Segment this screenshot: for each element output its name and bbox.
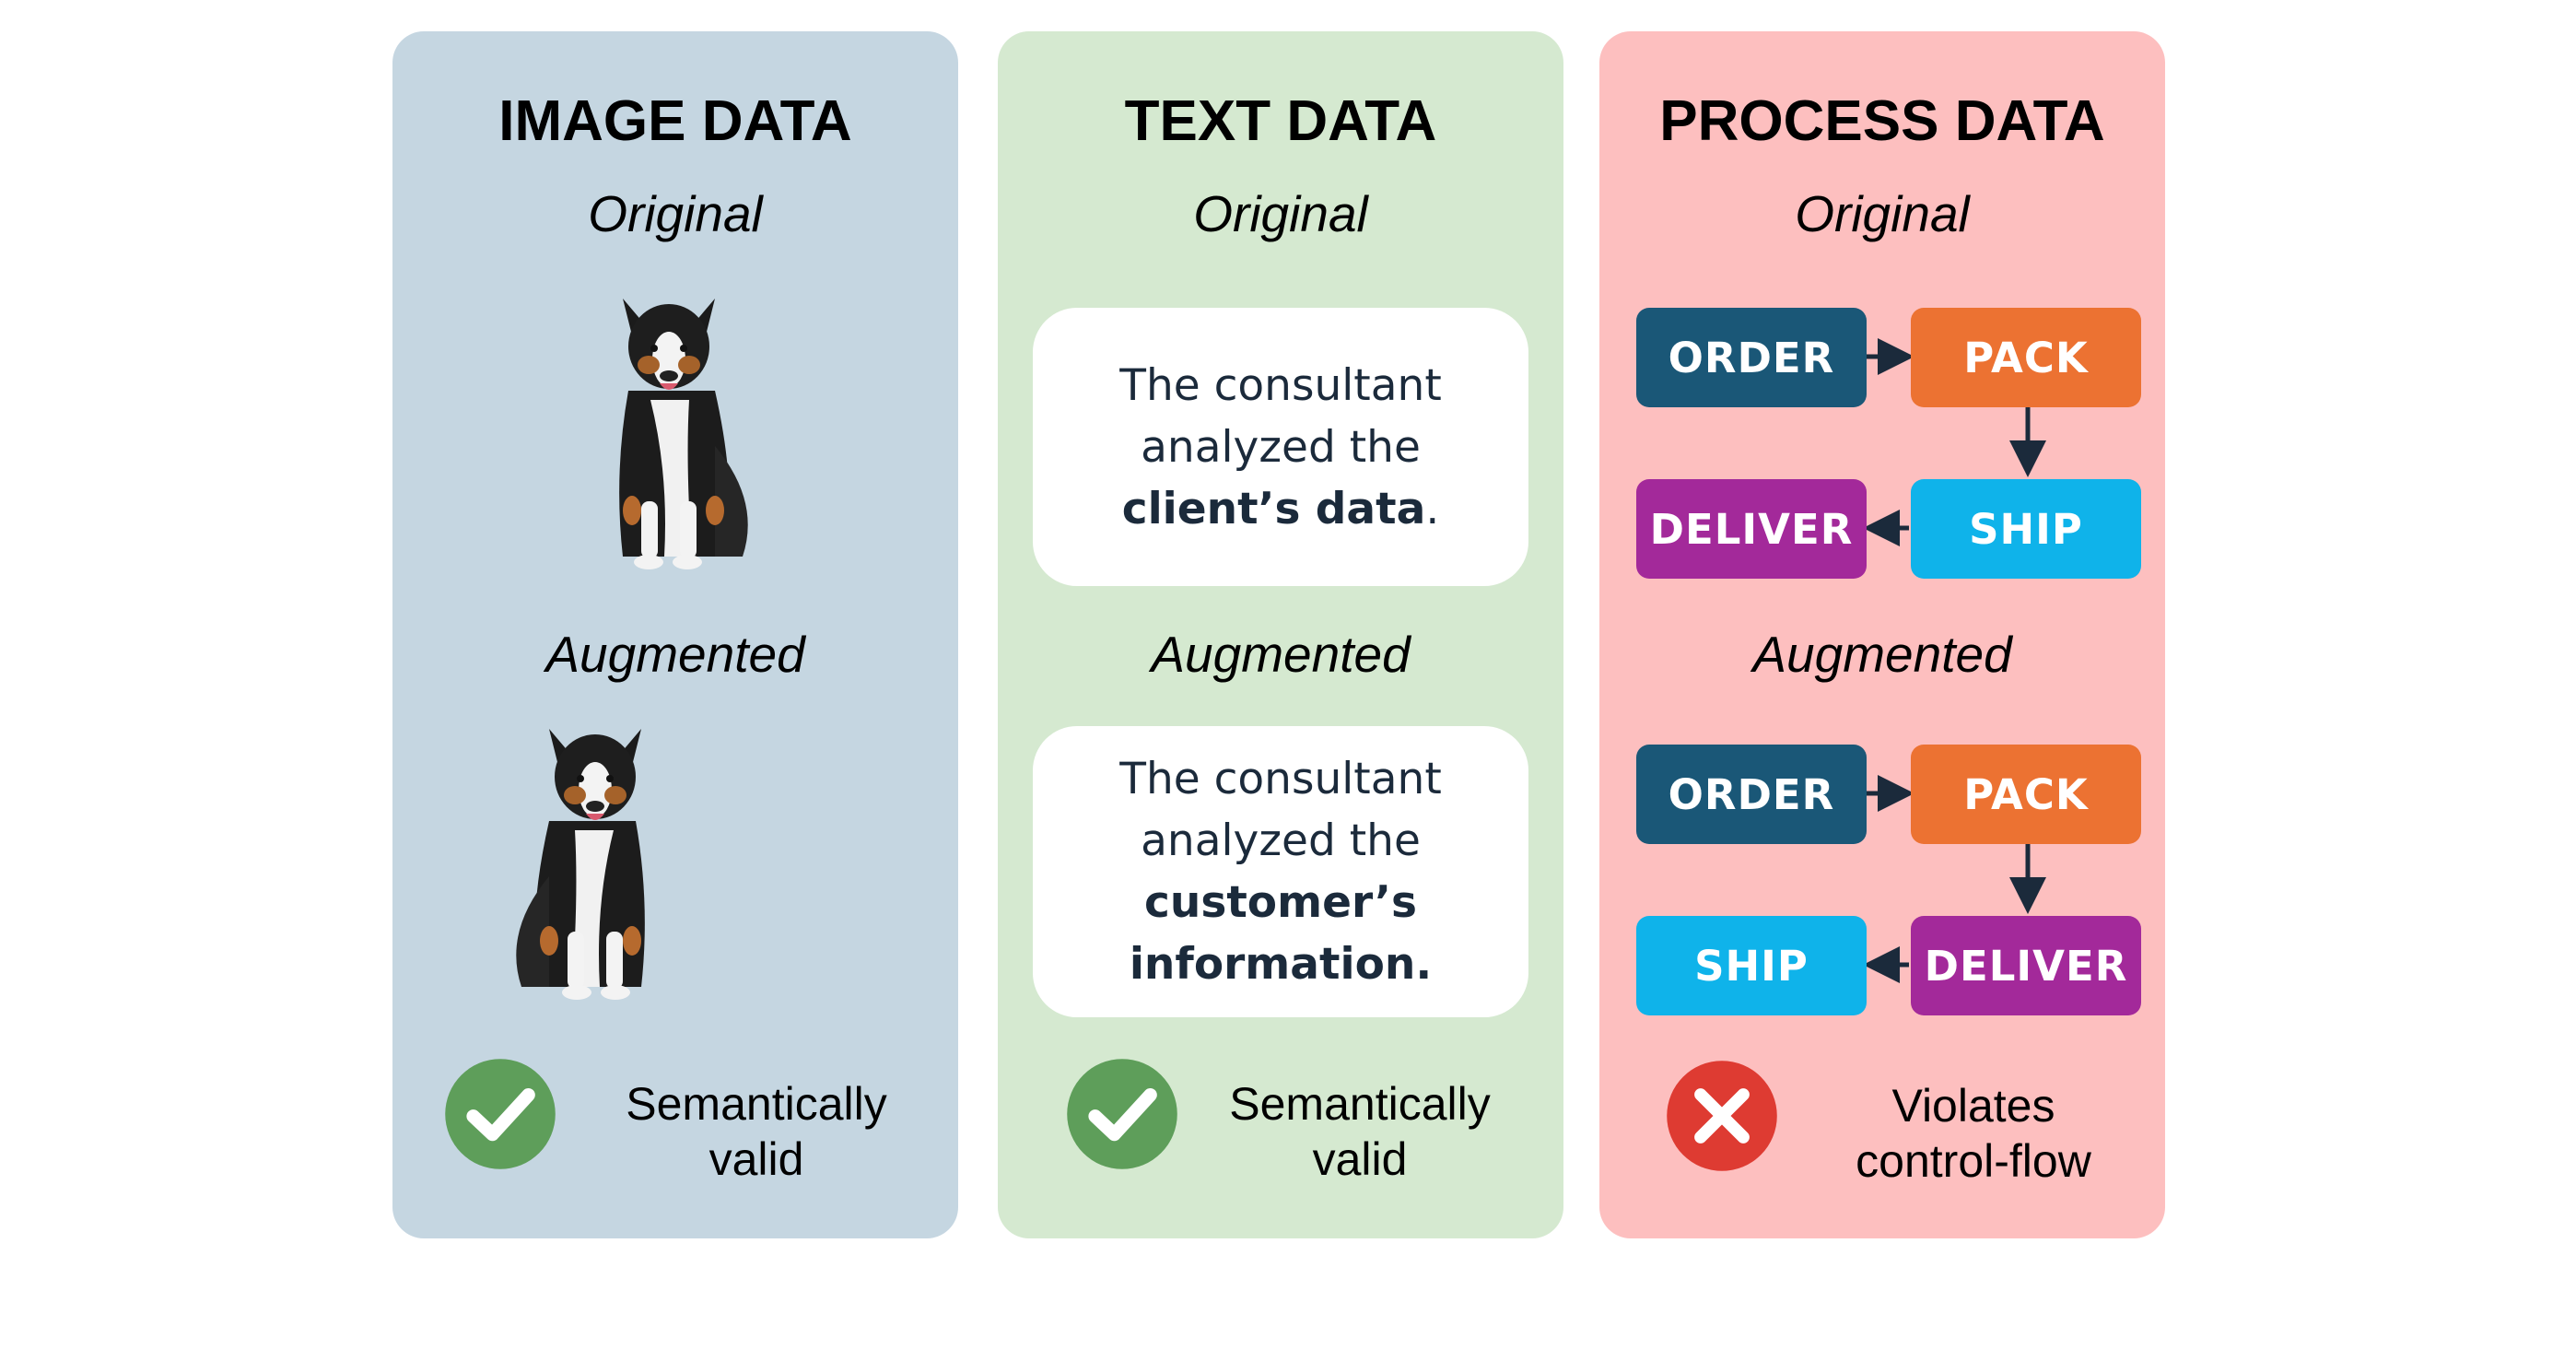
sentence-line: analyzed the	[1141, 421, 1421, 473]
original-label: Original	[588, 185, 763, 242]
dog-photo-original	[577, 280, 761, 584]
sentence-line: analyzed the	[1141, 815, 1421, 866]
sentence-line: The consultant	[1119, 754, 1442, 804]
original-sentence-card: The consultant analyzed the client’s dat…	[1033, 308, 1528, 586]
verdict-line: Violates	[1891, 1080, 2055, 1132]
image-data-panel: IMAGE DATA Original Augmented	[392, 31, 958, 1238]
original-label: Original	[1193, 185, 1368, 242]
flow-step-ship: SHIP	[1911, 479, 2141, 579]
flow-step-deliver: DELIVER	[1911, 916, 2141, 1015]
augmented-label: Augmented	[1752, 626, 2012, 683]
flow-step-pack: PACK	[1911, 308, 2141, 407]
highlighted-phrase: client’s data	[1121, 483, 1426, 534]
panel-title: TEXT DATA	[1124, 89, 1437, 153]
original-label: Original	[1795, 185, 1970, 242]
x-circle-icon	[1666, 1060, 1778, 1172]
panel-title: PROCESS DATA	[1659, 89, 2105, 153]
sentence-period: .	[1425, 483, 1440, 534]
augmented-label: Augmented	[1151, 626, 1411, 683]
verdict-line: control-flow	[1856, 1135, 2091, 1187]
verdict-line: Semantically	[1229, 1078, 1491, 1130]
highlighted-phrase: information.	[1129, 939, 1433, 990]
sentence-line: client’s data.	[1033, 478, 1528, 540]
verdict-line: Semantically	[626, 1078, 887, 1130]
verdict-text: Semantically valid	[1208, 1076, 1512, 1187]
check-circle-icon	[1066, 1058, 1178, 1170]
panel-title: IMAGE DATA	[498, 89, 852, 153]
highlighted-phrase: customer’s	[1144, 877, 1417, 928]
verdict-text: Violates control-flow	[1817, 1078, 2130, 1189]
text-data-panel: TEXT DATA Original The consultant analyz…	[998, 31, 1563, 1238]
flow-step-order: ORDER	[1636, 308, 1867, 407]
flow-step-deliver: DELIVER	[1636, 479, 1867, 579]
flow-step-ship: SHIP	[1636, 916, 1867, 1015]
augmented-label: Augmented	[545, 626, 805, 683]
verdict-text: Semantically valid	[604, 1076, 908, 1187]
process-data-panel: PROCESS DATA Original ORDER PACK SHIP DE…	[1599, 31, 2165, 1238]
dog-photo-augmented	[503, 710, 687, 1015]
verdict-line: valid	[708, 1133, 804, 1185]
verdict-line: valid	[1312, 1133, 1408, 1185]
flow-step-order: ORDER	[1636, 745, 1867, 844]
check-circle-icon	[444, 1058, 556, 1170]
sentence-line: The consultant	[1119, 359, 1442, 411]
flow-step-pack: PACK	[1911, 745, 2141, 844]
augmented-sentence-card: The consultant analyzed the customer’s i…	[1033, 726, 1528, 1017]
